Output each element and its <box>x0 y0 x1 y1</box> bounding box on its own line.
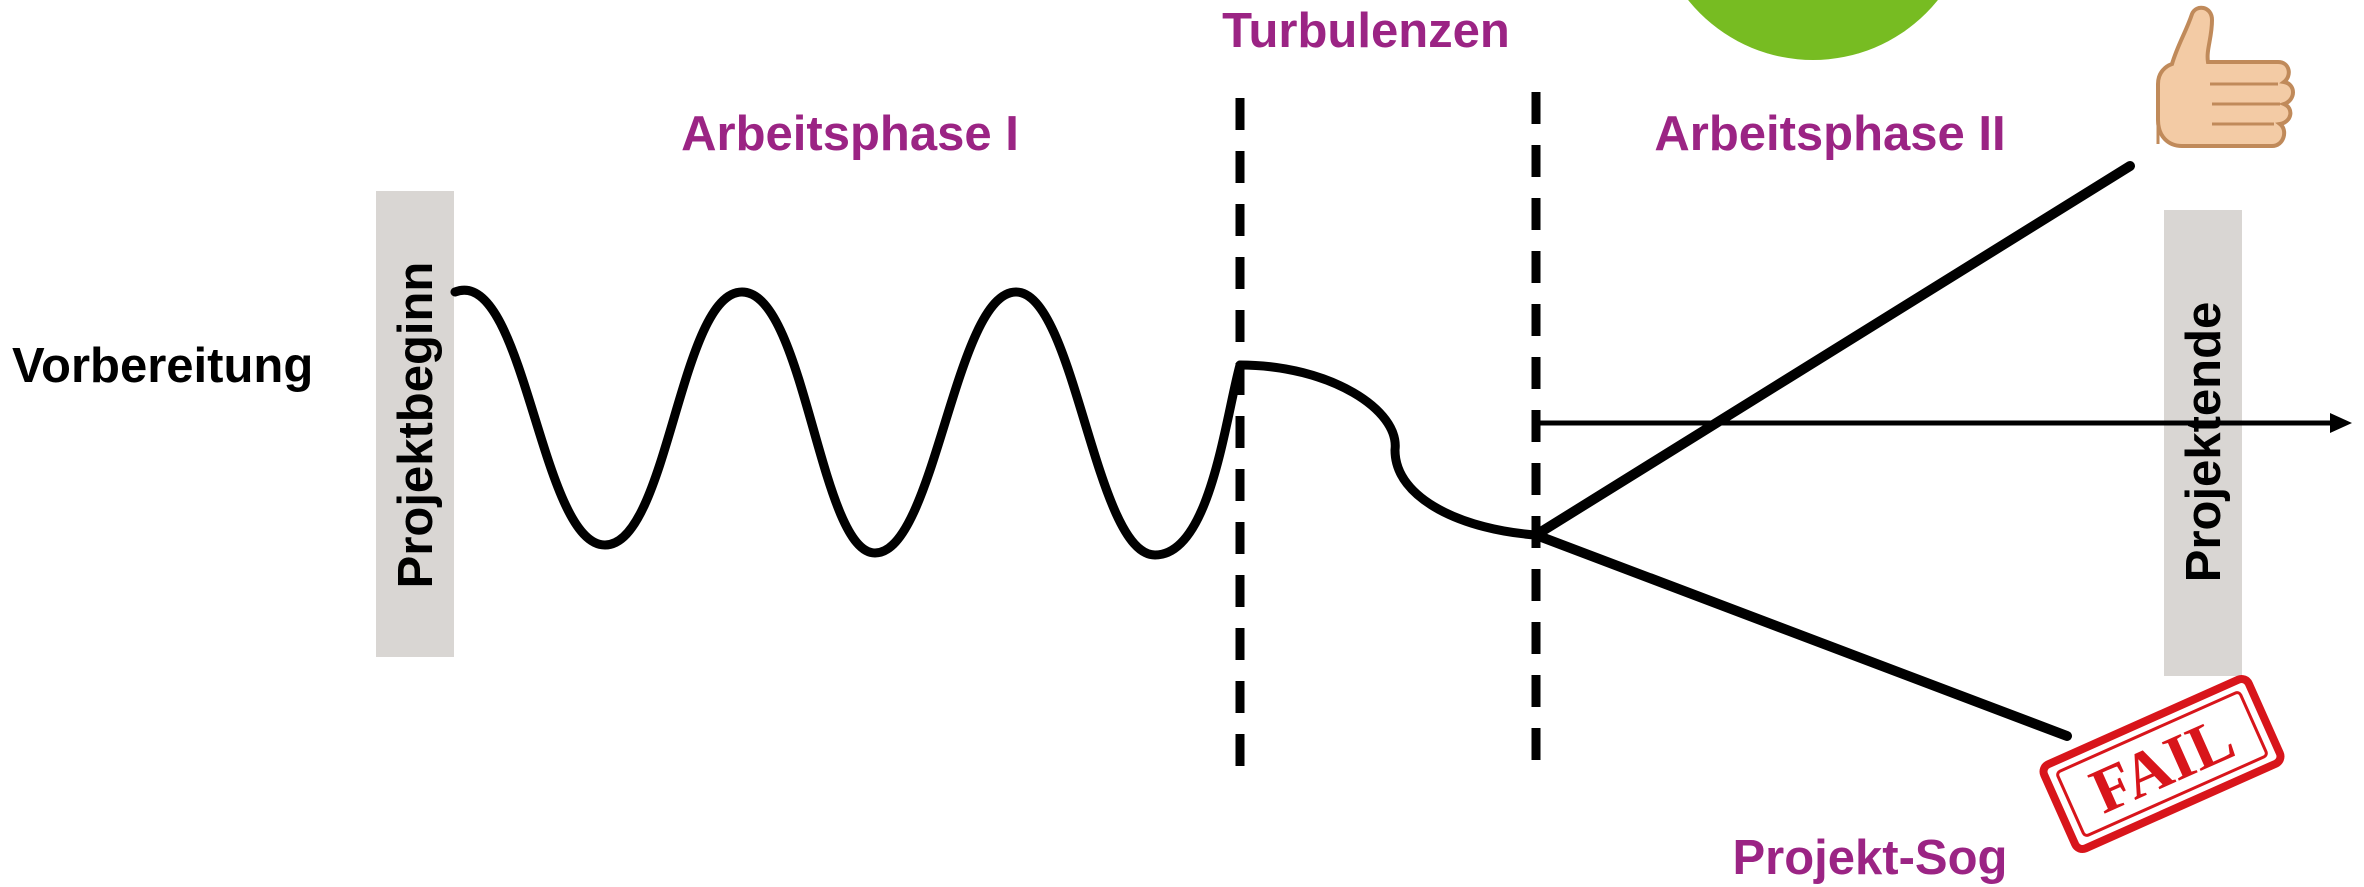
time-axis-arrowhead <box>2330 413 2352 433</box>
turbulence-label: Turbulenzen <box>1222 4 1510 58</box>
work-phase-one-wave <box>450 285 1245 560</box>
turbulence-curve <box>1235 360 1541 540</box>
project-end-label: Projektende <box>2177 302 2231 582</box>
project-pull-label: Projekt-Sog <box>1733 831 2008 885</box>
phase-two-label: Arbeitsphase II <box>1654 107 2005 161</box>
preparation-label: Vorbereitung <box>12 339 313 393</box>
project-start-bar <box>376 191 454 657</box>
success-path <box>1531 161 2135 540</box>
failure-path <box>1531 530 2072 741</box>
project-start-label: Projektbeginn <box>389 262 443 589</box>
green-disc <box>1688 0 1938 60</box>
fail-stamp-icon: FAIL <box>2039 674 2285 854</box>
phase-one-label: Arbeitsphase I <box>681 107 1019 161</box>
thumbs-up-icon <box>2156 5 2295 148</box>
project-end-bar <box>2164 210 2242 676</box>
